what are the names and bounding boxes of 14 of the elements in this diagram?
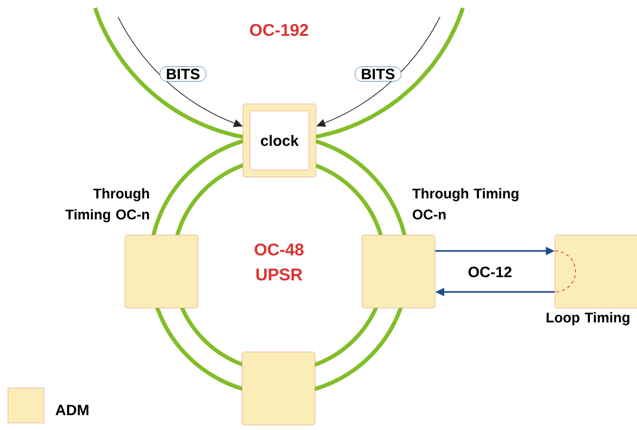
node-caption: Loop Timing [546, 312, 630, 326]
adm-box [242, 352, 316, 426]
adm-box [362, 234, 436, 308]
node-caption: Through Timing OC-n [412, 188, 518, 220]
legend-label: ADM [56, 404, 88, 416]
clock-box: clock [242, 104, 316, 178]
edge-label: BITS [354, 66, 402, 82]
adm-box [554, 234, 637, 308]
edge-label: BITS [160, 66, 206, 82]
adm-box [124, 234, 198, 308]
edge-label: OC-12 [466, 266, 514, 278]
ring-label: OC-48 UPSR [254, 243, 304, 280]
ring-label: OC-192 [250, 24, 308, 36]
node-caption: Through Timing OC-n [65, 188, 149, 222]
